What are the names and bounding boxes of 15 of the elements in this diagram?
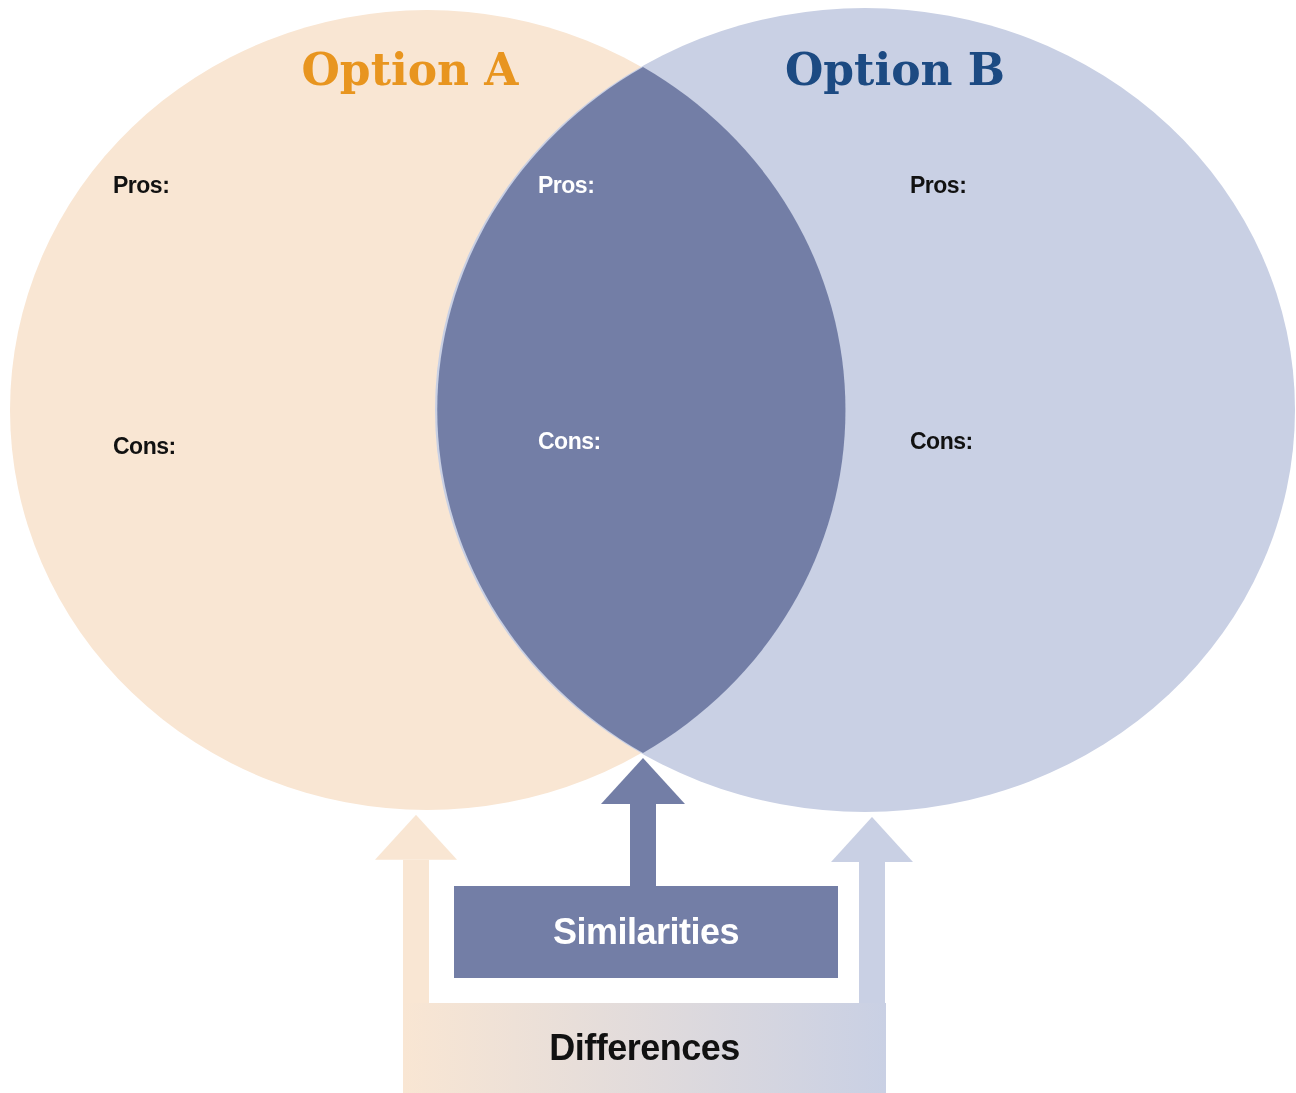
circle-title: Option A [301, 44, 519, 95]
box-label: Differences [549, 1027, 740, 1069]
cons-label: Cons: [910, 428, 973, 455]
pros-label: Pros: [538, 172, 595, 199]
circle-title: Option B [785, 44, 1005, 95]
cons-label: Cons: [113, 433, 176, 460]
cons-label: Cons: [538, 428, 601, 455]
pros-label: Pros: [910, 172, 967, 199]
arrow [831, 816, 913, 1003]
arrow [601, 758, 685, 886]
pros-label: Pros: [113, 172, 170, 199]
arrow [375, 814, 457, 1003]
similarities-box [454, 886, 838, 978]
differences-band [403, 1003, 886, 1093]
box-label: Similarities [552, 911, 740, 953]
